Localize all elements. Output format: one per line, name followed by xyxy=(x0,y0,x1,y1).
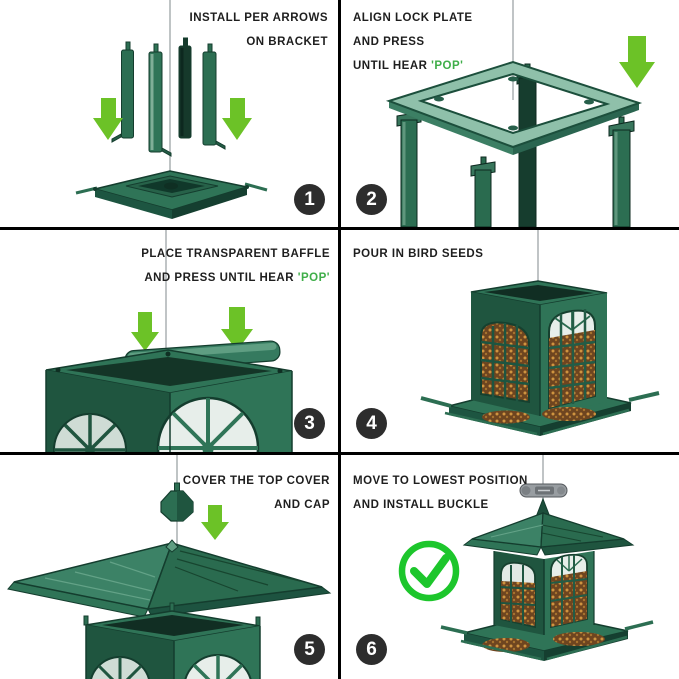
down-arrow-icon xyxy=(131,312,159,351)
round-window xyxy=(156,396,260,452)
caption-line: AND PRESS xyxy=(353,36,425,48)
step-1-panel: INSTALL PER ARROWS ON BRACKET 1 xyxy=(0,0,338,227)
step-2-panel: ALIGN LOCK PLATE AND PRESS UNTIL HEAR 'P… xyxy=(341,0,679,227)
caption-line: ALIGN LOCK PLATE xyxy=(353,12,473,24)
bracket-posts xyxy=(111,37,226,157)
seed-tray xyxy=(420,391,660,436)
step-5-caption: COVER THE TOP COVER AND CAP xyxy=(183,469,330,517)
round-window xyxy=(90,656,150,679)
step-badge-5: 5 xyxy=(294,634,325,665)
step-2-caption: ALIGN LOCK PLATE AND PRESS UNTIL HEAR 'P… xyxy=(353,6,473,78)
roof-cover xyxy=(7,539,332,618)
step-badge-2: 2 xyxy=(356,184,387,215)
down-arrow-icon xyxy=(222,98,252,140)
step-6-illustration xyxy=(398,455,654,661)
step-6-panel: MOVE TO LOWEST POSITION AND INSTALL BUCK… xyxy=(341,455,679,679)
step-badge-6: 6 xyxy=(356,634,387,665)
top-cap xyxy=(160,482,194,522)
caption-line: AND PRESS UNTIL HEAR 'POP' xyxy=(144,272,330,284)
check-circle-icon xyxy=(398,540,460,602)
feeder-body xyxy=(83,602,261,679)
feeder-body xyxy=(493,551,595,635)
pop-highlight: 'POP' xyxy=(431,60,464,72)
roof-cover xyxy=(462,497,635,556)
hanging-buckle xyxy=(519,483,568,498)
step-badge-1: 1 xyxy=(294,184,325,215)
caption-line: AND INSTALL BUCKLE xyxy=(353,499,489,511)
round-window xyxy=(184,654,252,679)
round-window xyxy=(53,413,127,452)
down-arrow-icon xyxy=(93,98,123,140)
down-arrow-icon xyxy=(619,36,655,88)
vertical-divider xyxy=(338,0,341,679)
lock-plate xyxy=(385,60,643,155)
step-4-illustration xyxy=(420,230,660,436)
step-badge-4: 4 xyxy=(356,408,387,439)
horizontal-divider-2 xyxy=(0,452,679,455)
mounting-base xyxy=(75,170,268,219)
step-3-caption: PLACE TRANSPARENT BAFFLE AND PRESS UNTIL… xyxy=(141,242,330,290)
caption-line: ON BRACKET xyxy=(246,36,328,48)
caption-line: MOVE TO LOWEST POSITION xyxy=(353,475,528,487)
caption-line: POUR IN BIRD SEEDS xyxy=(353,248,484,260)
step-5-panel: COVER THE TOP COVER AND CAP 5 xyxy=(0,455,338,679)
step-3-illustration xyxy=(45,230,293,452)
step-badge-3: 3 xyxy=(294,408,325,439)
pop-highlight: 'POP' xyxy=(297,272,330,284)
feeder-body xyxy=(45,349,293,452)
caption-line: PLACE TRANSPARENT BAFFLE xyxy=(141,248,330,260)
step-3-panel: PLACE TRANSPARENT BAFFLE AND PRESS UNTIL… xyxy=(0,230,338,452)
caption-line: UNTIL HEAR 'POP' xyxy=(353,60,464,72)
down-arrow-icon xyxy=(221,307,253,351)
caption-line: COVER THE TOP COVER xyxy=(182,475,330,487)
step-6-caption: MOVE TO LOWEST POSITION AND INSTALL BUCK… xyxy=(353,469,528,517)
step-2-illustration xyxy=(385,0,655,227)
feeder-body xyxy=(470,280,608,416)
step-1-illustration xyxy=(75,0,268,219)
seed-tray xyxy=(440,620,654,661)
step-4-caption: POUR IN BIRD SEEDS xyxy=(353,242,483,266)
step-1-caption: INSTALL PER ARROWS ON BRACKET xyxy=(190,6,328,54)
horizontal-divider-1 xyxy=(0,227,679,230)
step-5-illustration xyxy=(7,455,332,679)
caption-line: AND CAP xyxy=(274,499,330,511)
step-4-panel: POUR IN BIRD SEEDS 4 xyxy=(341,230,679,452)
caption-line: INSTALL PER ARROWS xyxy=(189,12,328,24)
down-arrow-icon xyxy=(201,505,229,540)
